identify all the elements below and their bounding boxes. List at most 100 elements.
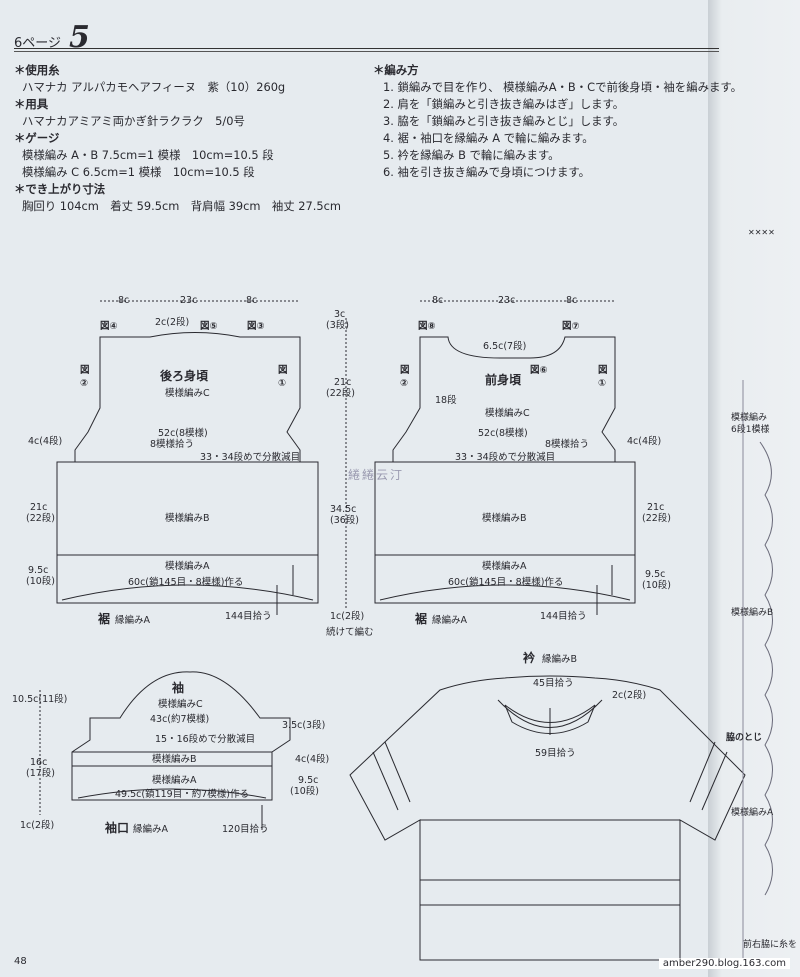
back-fig2: 図: [80, 365, 90, 376]
garment-outline: [349, 675, 746, 961]
back-armhole: 4c(4段): [28, 435, 62, 447]
back-hem-curve: [61, 584, 314, 601]
front-rows18: 18段: [435, 394, 457, 406]
instructions-block: ＊編み方 1. 鎖編みで目を作り、 模様編みA・B・Cで前後身頃・袖を編みます。…: [373, 62, 742, 181]
front-fig2: 図: [400, 365, 410, 376]
sleeve-c-width: 43c(約7模様): [150, 713, 209, 725]
front-cast-on: 60c(鎖145目・8模様)作る: [448, 576, 563, 588]
front-a-height: 9.5c: [645, 569, 665, 580]
collar-pick45: 45目拾う: [533, 677, 574, 689]
front-title: 前身頃: [485, 372, 522, 387]
front-hem: 裾: [415, 611, 427, 626]
sleeve-right-top: 3.5c(3段): [282, 719, 325, 731]
step-6: 6. 袖を引き抜き編みで身頃につけます。: [383, 165, 590, 179]
front-b-rows: (22段): [642, 512, 671, 524]
back-sub: 模様編みC: [165, 387, 210, 399]
gauge-ab: 模様編み A・B 7.5cm=1 模様 10cm=10.5 段: [22, 148, 274, 162]
binding-gutter: [708, 0, 800, 977]
sleeve-cuff-sub: 縁編みA: [133, 823, 169, 835]
size-text: 胸回り 104cm 着丈 59.5cm 背肩幅 39cm 袖丈 27.5cm: [22, 199, 341, 213]
materials-block: ＊使用糸 ハマナカ アルパカモヘアフィーヌ 紫（10）260g ＊用具 ハマナカ…: [14, 62, 341, 215]
chart-label4: 模様編みA: [731, 806, 774, 818]
front-fig1: 図: [598, 365, 608, 376]
center-top: 3c: [334, 309, 345, 320]
back-body-outline: [56, 332, 319, 604]
stitch-chart-curve: [759, 441, 773, 896]
tools-heading: ＊用具: [14, 97, 49, 111]
back-a-label: 模様編みA: [165, 560, 210, 572]
chart-label2: 模様編みB: [731, 606, 773, 618]
step-2: 2. 肩を「鎖編みと引き抜き編みはぎ」します。: [383, 97, 625, 111]
back-c-width: 52c(8模様): [158, 427, 208, 439]
collar-title: 衿: [523, 650, 535, 665]
back-b-height: 21c: [30, 502, 47, 513]
back-fig3: 図③: [247, 321, 265, 332]
gauge-c: 模様編み C 6.5cm=1 模様 10cm=10.5 段: [22, 165, 255, 179]
watermark: 綣綣云汀: [348, 468, 405, 482]
front-top-right: 8c: [566, 295, 577, 306]
back-top-left: 8c: [118, 295, 129, 306]
sleeve-title: 袖: [172, 680, 184, 695]
collar-width: 2c(2段): [612, 689, 646, 701]
site-url: amber290.blog.163.com: [658, 958, 790, 969]
back-hem: 裾: [98, 611, 110, 626]
back-b-label: 模様編みB: [165, 512, 210, 524]
back-decrease: 33・34段めで分散減目: [200, 451, 300, 463]
front-hem-curve: [379, 584, 631, 601]
steps-heading: ＊編み方: [373, 63, 419, 77]
sleeve-armhole: 4c(4段): [295, 753, 329, 765]
chart-label3: 脇のとじ: [726, 731, 762, 743]
front-pickup: 8模様拾う: [545, 438, 589, 450]
sleeve-cuff-rows: (10段): [290, 785, 319, 797]
front-b-height: 21c: [647, 502, 664, 513]
front-sub: 模様編みC: [485, 407, 530, 419]
front-fig1-num: ①: [598, 378, 606, 389]
back-fig4: 図④: [100, 321, 118, 332]
back-title: 後ろ身頃: [160, 368, 209, 383]
center-total: 34.5c: [330, 504, 356, 515]
front-b-label: 模様編みB: [482, 512, 527, 524]
front-fig2-num: ②: [400, 378, 408, 389]
sleeve-outline: [71, 671, 291, 801]
sleeve-decrease: 15・16段めで分散減目: [155, 733, 255, 745]
sleeve-pick120: 120目拾う: [222, 823, 269, 835]
front-top-left: 8c: [432, 295, 443, 306]
back-cast-on: 60c(鎖145目・8模様)作る: [128, 576, 243, 588]
page-number: 48: [14, 956, 27, 967]
back-fig2-num: ②: [80, 378, 88, 389]
sleeve-b-label: 模様編みB: [152, 753, 197, 765]
front-armhole: 4c(4段): [627, 435, 661, 447]
step-5: 5. 衿を縁編み B で輪に編みます。: [383, 148, 560, 162]
chart-label1: 模様編み: [731, 411, 767, 423]
back-fig5: 図⑤: [200, 321, 218, 332]
step-3: 3. 脇を「鎖編みと引き抜き編みとじ」します。: [383, 114, 625, 128]
sleeve-cast-on: 49.5c(鎖119目・約7模様)作る: [115, 788, 249, 800]
front-body-outline: [374, 336, 636, 604]
front-hem-sub: 縁編みA: [432, 614, 468, 626]
sleeve-bottom: 1c(2段): [20, 819, 54, 831]
center-top-rows: (3段): [326, 319, 349, 331]
center-mid-rows: (22段): [326, 387, 355, 399]
front-top-mid: 23c: [498, 295, 515, 306]
step-4: 4. 裾・袖口を縁編み A で輪に編みます。: [383, 131, 594, 145]
back-pickup: 8模様拾う: [150, 438, 194, 450]
back-fig1-num: ①: [278, 378, 286, 389]
center-mid: 21c: [334, 377, 351, 388]
sleeve-cuff-height: 9.5c: [298, 775, 318, 786]
chart-symbols: ✕✕✕✕: [748, 228, 775, 237]
chart-label1b: 6段1模様: [731, 423, 769, 435]
front-fig7: 図⑦: [562, 321, 580, 332]
step-1: 1. 鎖編みで目を作り、 模様編みA・B・Cで前後身頃・袖を編みます。: [383, 80, 743, 94]
back-b-rows: (22段): [26, 512, 55, 524]
chart-note: 前右脇に糸を: [743, 938, 797, 950]
page-label: 6ページ: [14, 36, 62, 51]
front-a-label: 模様編みA: [482, 560, 527, 572]
front-c-width: 52c(8模様): [478, 427, 528, 439]
center-bottom: 1c(2段): [330, 610, 364, 622]
yarn-text: ハマナカ アルパカモヘアフィーヌ 紫（10）260g: [22, 80, 286, 94]
back-neck: 2c(2段): [155, 316, 189, 328]
back-fig1: 図: [278, 365, 288, 376]
